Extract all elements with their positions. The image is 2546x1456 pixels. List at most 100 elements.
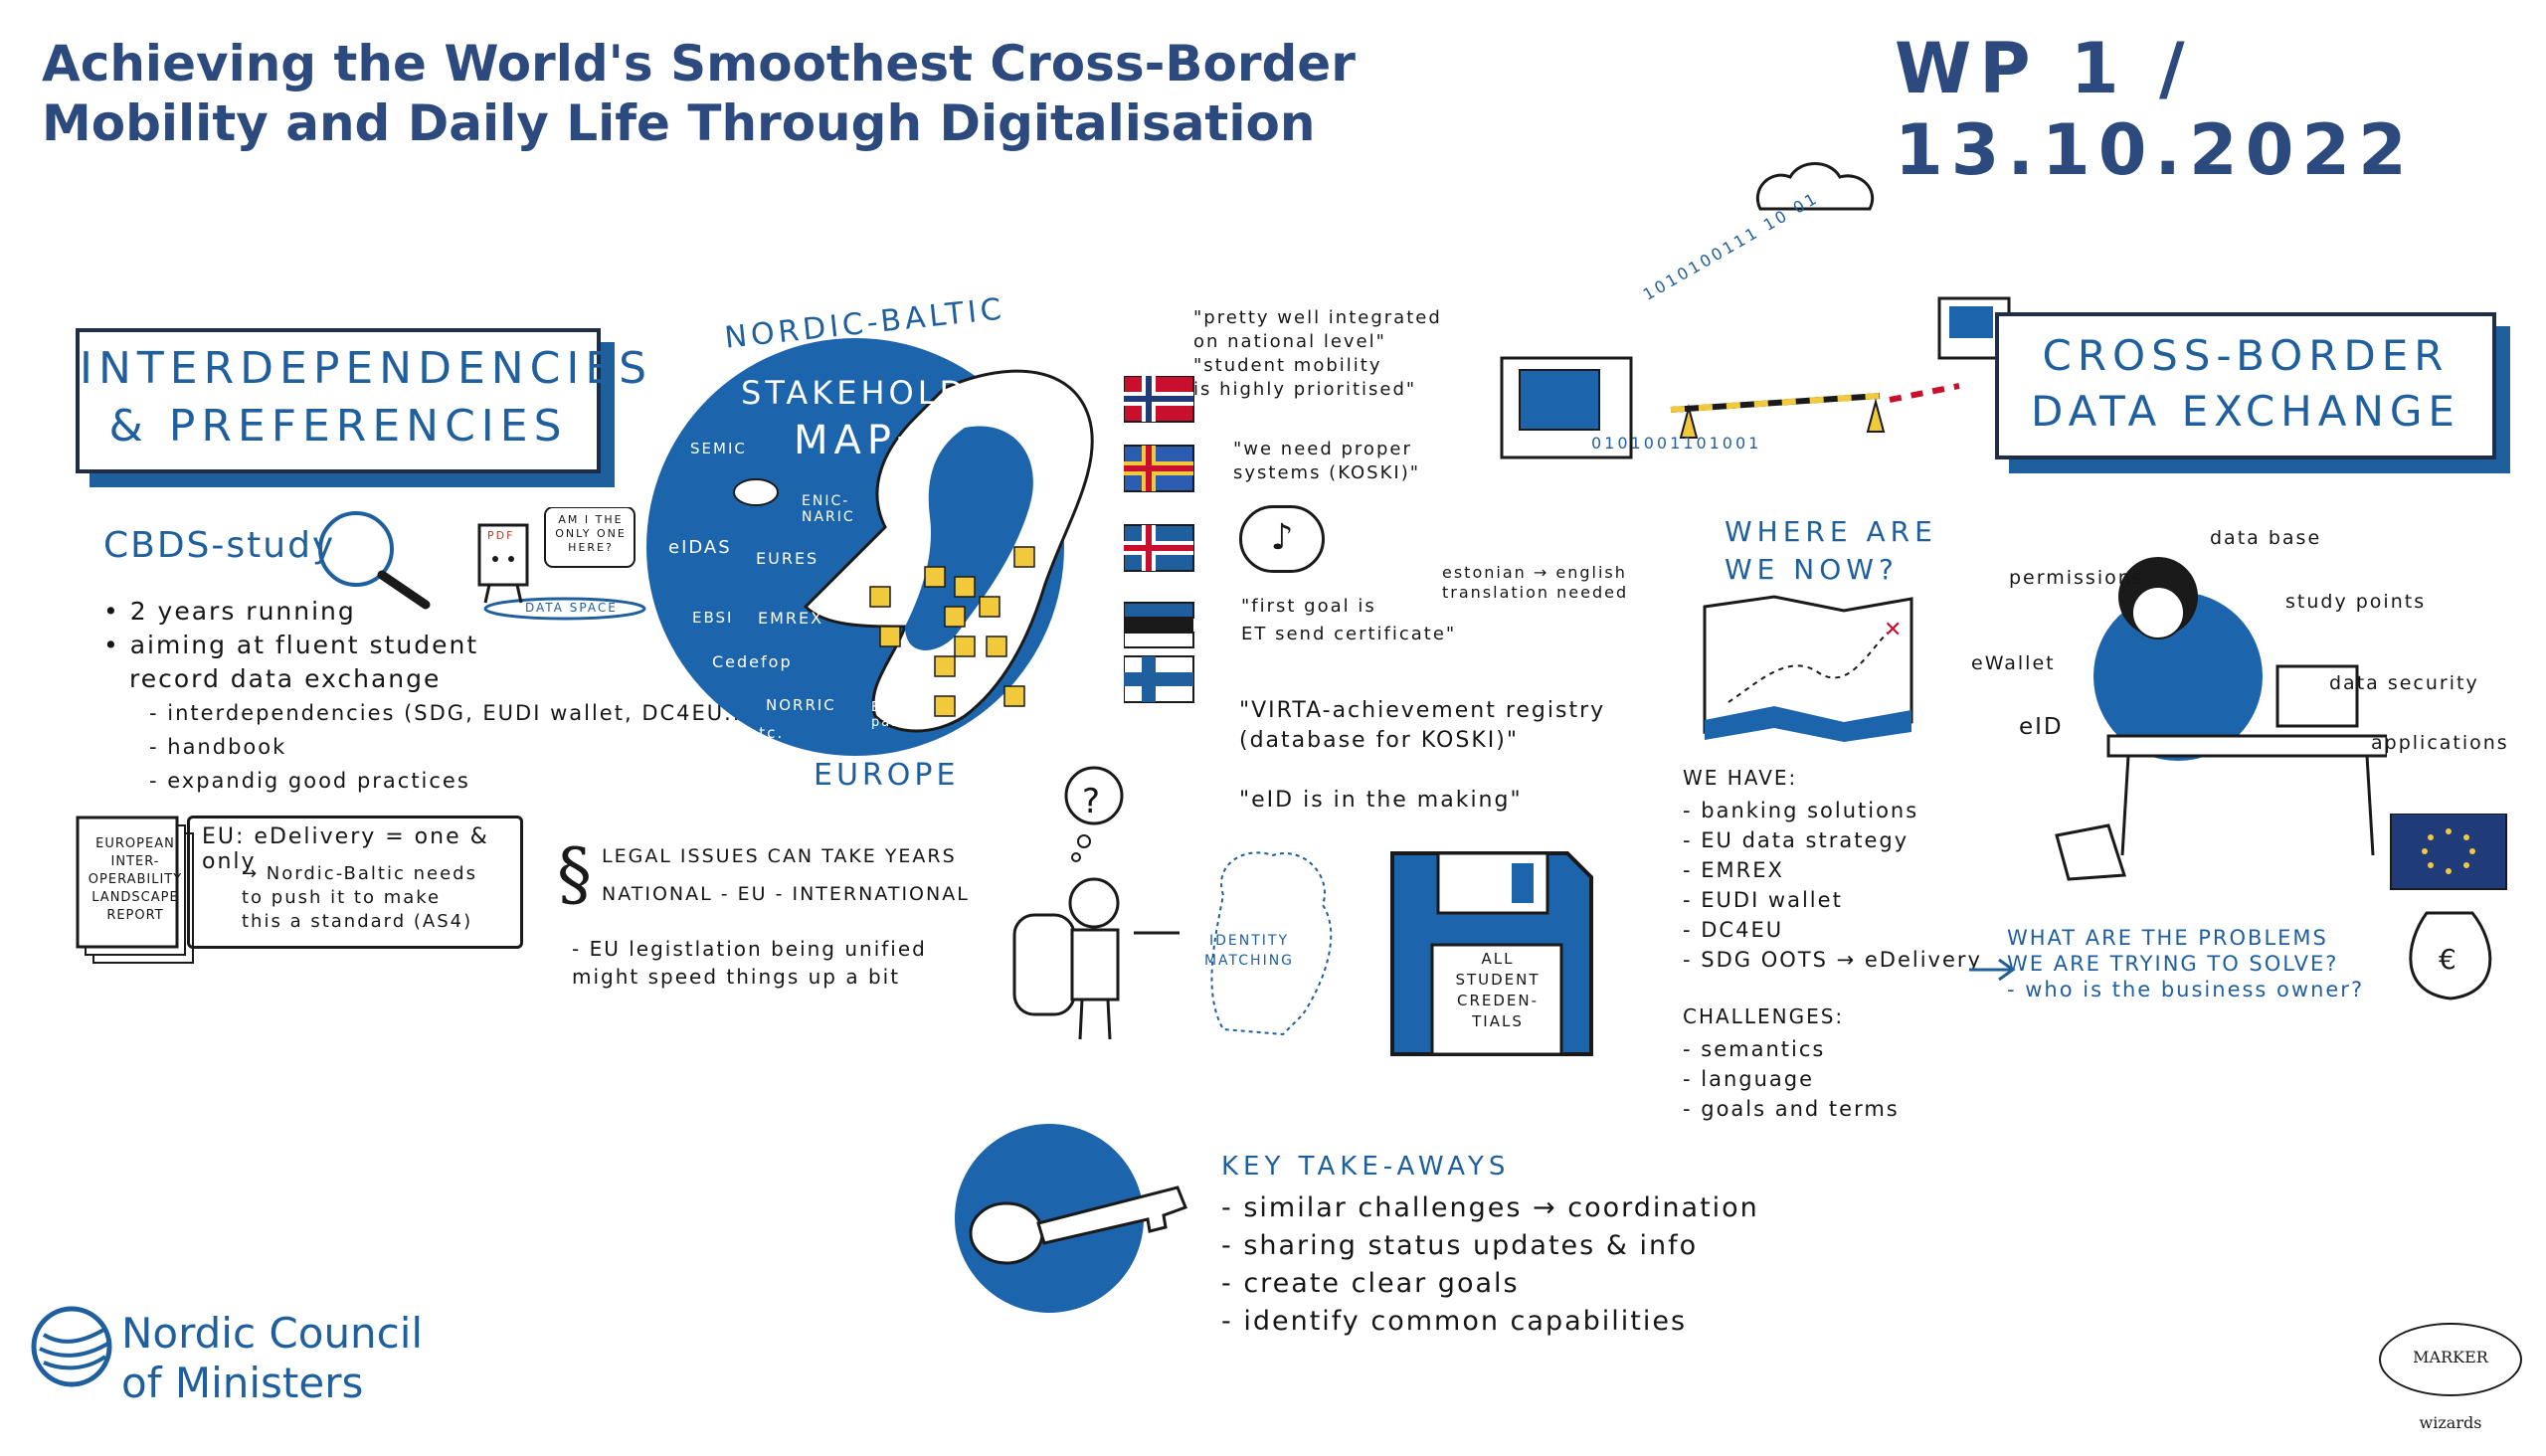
- norway-flag-icon: [1124, 376, 1194, 423]
- takeaway-item: - identify common capabilities: [1221, 1306, 1688, 1337]
- label-ewallet: eWallet: [1971, 652, 2056, 674]
- floppy-label: ALL STUDENT CREDEN- TIALS: [1455, 950, 1541, 1030]
- student-at-desk-illustration: [2055, 557, 2387, 881]
- bullet-item: record data exchange: [129, 664, 442, 693]
- stakeholder-eidas: eIDAS: [668, 537, 732, 558]
- artist-signature: MARKER wizards: [2379, 1323, 2522, 1432]
- legal-line-1: LEGAL ISSUES CAN TAKE YEARS: [602, 845, 957, 867]
- challenges-list: - semantics - language - goals and terms: [1683, 1034, 1900, 1124]
- list-item: - semantics: [1683, 1037, 1826, 1061]
- stakeholder-emrex: EMREX: [758, 609, 824, 628]
- data-space-character: PDF AM I THE ONLY ONE HERE? DATA SPACE: [465, 506, 664, 622]
- binary-bottom: 0101001101001: [1591, 434, 1762, 453]
- map-title-1: STAKEHOLDER: [741, 374, 1018, 412]
- date-label: WP 1 / 13.10.2022: [1895, 28, 2415, 191]
- edelivery-text: EU: eDelivery = one & only: [202, 824, 489, 874]
- list-item: - EUDI wallet: [1683, 888, 1843, 912]
- section-symbol: §: [557, 833, 592, 915]
- stakeholder-semic: SEMIC: [690, 440, 747, 457]
- quote-estonia: "first goal is ET send certificate": [1241, 596, 1457, 644]
- map-icon: ✕: [1703, 595, 1913, 742]
- bullet-item: • aiming at fluent student: [103, 631, 479, 659]
- floppy-disk-icon: [1390, 851, 1593, 1056]
- legal-line-2: NATIONAL - EU - INTERNATIONAL: [602, 883, 970, 905]
- bag-icon: [2055, 823, 2127, 881]
- where-heading: WHERE ARE WE NOW?: [1725, 515, 1937, 586]
- key-icon: [955, 1124, 1187, 1313]
- traveler-illustration: [1012, 766, 1333, 1040]
- laptop-icon: [2275, 664, 2359, 728]
- quote-aland: "we need proper systems (KOSKI)": [1233, 439, 1421, 483]
- label-eid: eID: [2019, 714, 2064, 740]
- finland-flag-icon: [1124, 655, 1194, 703]
- report-label: EUROPEAN INTER-OPERABILITY LANDSCAPE REP…: [88, 836, 183, 923]
- stakeholder-cedefop: Cedefop: [712, 652, 793, 671]
- interdependencies-heading: INTERDEPENDENCIES & PREFERENCIES: [80, 343, 653, 452]
- stakeholder-esco: ESCO: [897, 434, 947, 452]
- cbds-bullets: • 2 years running • aiming at fluent stu…: [103, 595, 760, 798]
- edelivery-note: → Nordic-Baltic needs to push it to make…: [242, 863, 477, 932]
- stakeholder-etc: etc.: [748, 724, 785, 742]
- nordic-council-logo-icon: [31, 1306, 112, 1387]
- stakeholder-eures: EURES: [756, 549, 819, 568]
- bullet-item: - handbook: [149, 735, 287, 759]
- estonian-note: estonian → english translation needed: [1442, 563, 1629, 602]
- desk: [2106, 734, 2387, 758]
- bullet-item: • 2 years running: [103, 597, 356, 626]
- problems-question: WHAT ARE THE PROBLEMS WE ARE TRYING TO S…: [2007, 926, 2365, 1001]
- iceland-flag-icon: [1124, 524, 1194, 572]
- stakeholder-ebsi: EBSI: [692, 609, 734, 627]
- list-item: - EU data strategy: [1683, 828, 1910, 852]
- aland-flag-icon: [1124, 445, 1194, 492]
- list-item: - SDG OOTS → eDelivery: [1683, 948, 1982, 972]
- cbds-study-label: CBDS-study: [103, 525, 336, 566]
- organization-name: Nordic Council of Ministers: [121, 1309, 424, 1407]
- quote-norway: "pretty well integrated on national leve…: [1193, 307, 1442, 400]
- report-stack-icon: [76, 816, 194, 964]
- label-applications: applications: [2371, 732, 2509, 754]
- europe-label: EUROPE: [814, 758, 960, 793]
- page-title: Achieving the World's Smoothest Cross-Bo…: [42, 35, 1356, 152]
- question-mark: ?: [1082, 782, 1103, 821]
- svg-text:€: €: [2439, 943, 2456, 976]
- edelivery-box: EU: eDelivery = one & only → Nordic-Balt…: [187, 816, 523, 949]
- challenges-label: CHALLENGES:: [1683, 1004, 1845, 1028]
- list-item: - goals and terms: [1683, 1097, 1900, 1121]
- stakeholder-enic-naric: ENIC-NARIC: [802, 493, 855, 525]
- pdf-label: PDF: [487, 529, 515, 542]
- takeaway-item: - similar challenges → coordination: [1221, 1192, 1759, 1223]
- label-data-base: data base: [2210, 527, 2322, 549]
- magnifier-icon: [318, 511, 431, 610]
- flags-column: [1124, 376, 1194, 703]
- label-permissions: permissions: [2009, 567, 2144, 589]
- list-item: - banking solutions: [1683, 799, 1919, 822]
- takeaways-list: - similar challenges → coordination - sh…: [1221, 1189, 1759, 1341]
- computers-network-illustration: [1500, 162, 2011, 459]
- stakeholder-map: [646, 338, 1094, 756]
- estonia-flag-icon: [1124, 602, 1194, 648]
- svg-text:✕: ✕: [1884, 618, 1902, 642]
- we-have-label: WE HAVE:: [1683, 766, 1798, 790]
- bullet-item: - expandig good practices: [149, 769, 470, 793]
- stakeholder-europass: Euro-pass: [871, 700, 916, 730]
- cross-border-frame: CROSS-BORDER DATA EXCHANGE: [1995, 312, 2496, 459]
- we-have-list: - banking solutions - EU data strategy -…: [1683, 796, 1982, 975]
- speech-bubble-text: AM I THE ONLY ONE HERE?: [555, 513, 627, 554]
- list-item: - language: [1683, 1067, 1815, 1091]
- map-title-2: MAP: [794, 418, 897, 463]
- label-data-security: data security: [2329, 672, 2479, 694]
- list-item: - EMREX: [1683, 858, 1784, 882]
- label-study-points: study points: [2285, 591, 2427, 613]
- bullet-item: - interdependencies (SDG, EUDI wallet, D…: [149, 701, 761, 725]
- stakeholder-norric: NORRIC: [766, 696, 836, 714]
- arrow-right-icon: [1969, 958, 2016, 982]
- takeaways-heading: KEY TAKE-AWAYS: [1221, 1152, 1511, 1182]
- eu-money-bag-icon: €: [2390, 814, 2507, 1001]
- takeaway-item: - create clear goals: [1221, 1268, 1520, 1299]
- document-character-icon: [477, 506, 646, 621]
- identity-matching-label: IDENTITY MATCHING: [1203, 933, 1295, 969]
- interdependencies-frame: INTERDEPENDENCIES & PREFERENCIES: [76, 328, 653, 473]
- legal-line-3: - EU legistlation being unified might sp…: [572, 937, 927, 989]
- quote-iceland: ♪: [1239, 505, 1325, 573]
- quote-finland: "VIRTA-achievement registry (database fo…: [1239, 698, 1606, 813]
